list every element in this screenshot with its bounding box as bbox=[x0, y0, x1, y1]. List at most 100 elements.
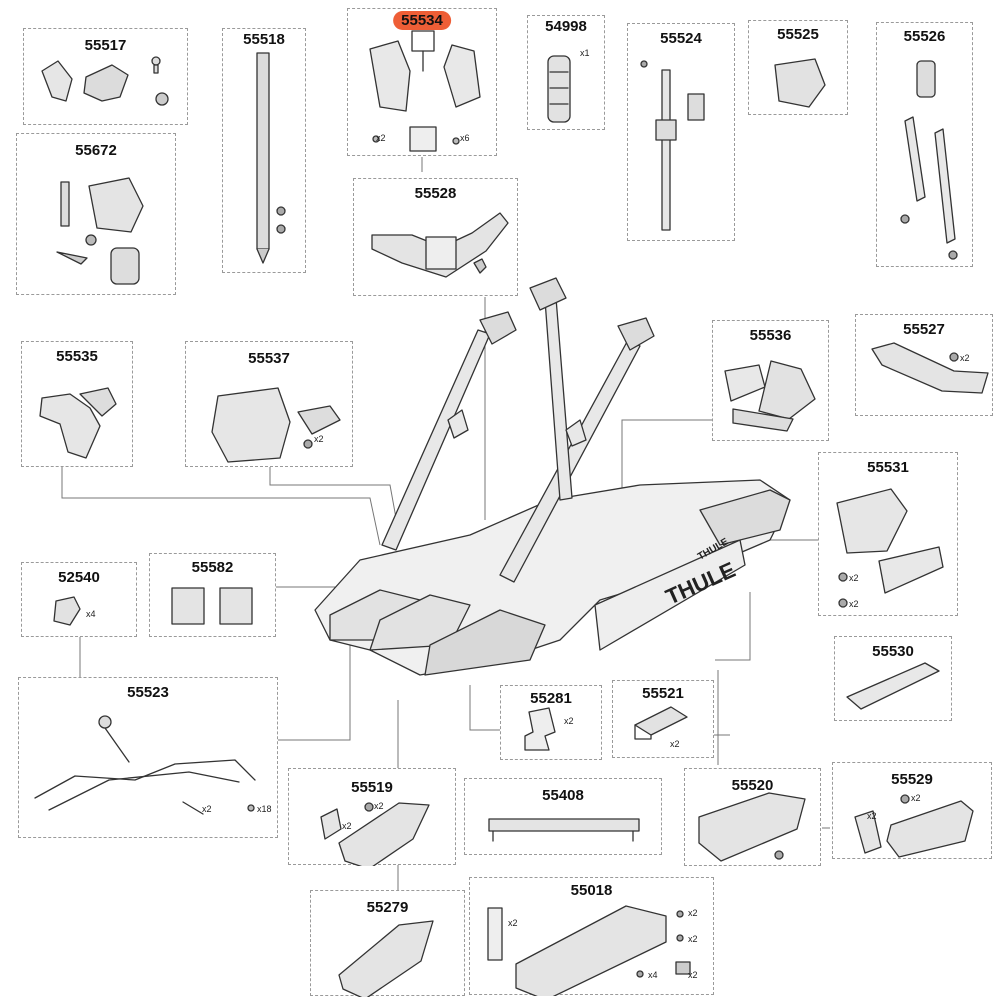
part-box-55521[interactable]: 55521 x2 bbox=[612, 680, 714, 758]
part-number-label: 55408 bbox=[542, 787, 584, 804]
quantity-label: x2 bbox=[508, 918, 518, 928]
part-number-label: 55537 bbox=[248, 350, 290, 367]
quantity-label: x2 bbox=[670, 739, 680, 749]
quantity-label: x2 bbox=[960, 353, 970, 363]
quantity-label: x2 bbox=[342, 821, 352, 831]
quantity-label: x2 bbox=[374, 801, 384, 811]
part-box-55536[interactable]: 55536 bbox=[712, 320, 829, 441]
part-illustration-55018 bbox=[487, 905, 691, 996]
quantity-label: x2 bbox=[688, 934, 698, 944]
part-illustration-55520 bbox=[698, 792, 806, 862]
quantity-label: x18 bbox=[257, 804, 272, 814]
quantity-label: x4 bbox=[86, 609, 96, 619]
part-illustration-55526 bbox=[900, 60, 958, 260]
part-number-label: 55534 bbox=[393, 11, 451, 30]
part-illustration-55530 bbox=[846, 662, 940, 710]
part-box-55672[interactable]: 55672 bbox=[16, 133, 176, 295]
quantity-label: x2 bbox=[849, 599, 859, 609]
part-number-label: 55519 bbox=[351, 779, 393, 796]
part-illustration-55527 bbox=[871, 342, 989, 394]
part-illustration-55518 bbox=[256, 52, 286, 264]
part-number-label: 55529 bbox=[891, 771, 933, 788]
quantity-label: x1 bbox=[580, 48, 590, 58]
part-box-55528[interactable]: 55528 bbox=[353, 178, 518, 296]
part-number-label: 55535 bbox=[56, 348, 98, 365]
part-illustration-55528 bbox=[371, 212, 509, 278]
part-box-55582[interactable]: 55582 bbox=[149, 553, 276, 637]
part-illustration-55523 bbox=[34, 715, 256, 815]
part-number-label: 55525 bbox=[777, 26, 819, 43]
part-number-label: 55582 bbox=[191, 559, 234, 576]
part-illustration-55537 bbox=[211, 387, 341, 463]
part-box-55529[interactable]: 55529 x2 x2 bbox=[832, 762, 992, 859]
part-box-55279[interactable]: 55279 bbox=[310, 890, 465, 997]
part-box-55517[interactable]: 55517 bbox=[23, 28, 188, 125]
quantity-label: x2 bbox=[376, 133, 386, 143]
part-illustration-55281 bbox=[524, 707, 556, 751]
part-box-55281[interactable]: 55281 x2 bbox=[500, 685, 602, 760]
part-number-label: 55521 bbox=[642, 685, 684, 702]
quantity-label: x2 bbox=[314, 434, 324, 444]
part-number-label: 55526 bbox=[903, 28, 946, 45]
part-illustration-55521 bbox=[634, 706, 688, 740]
part-box-55534[interactable]: 55534 x2 x6 bbox=[347, 8, 497, 156]
quantity-label: x2 bbox=[688, 970, 698, 980]
part-illustration-55672 bbox=[56, 177, 144, 285]
part-number-label: 55279 bbox=[366, 899, 409, 916]
part-number-label: 55523 bbox=[127, 684, 169, 701]
part-box-55524[interactable]: 55524 bbox=[627, 23, 735, 241]
part-box-55018[interactable]: 55018 x2 x2 x2 x4 x2 bbox=[469, 877, 714, 996]
part-number-label: 52540 bbox=[58, 569, 100, 586]
part-illustration-55529 bbox=[854, 794, 974, 858]
part-illustration-55531 bbox=[836, 488, 944, 608]
part-box-55518[interactable]: 55518 bbox=[222, 28, 306, 273]
part-box-55531[interactable]: 55531 x2 x2 bbox=[818, 452, 958, 616]
part-illustration-55535 bbox=[39, 387, 117, 459]
part-number-label: 55517 bbox=[84, 37, 127, 54]
part-number-label: 55528 bbox=[414, 185, 457, 202]
part-number-label: 55531 bbox=[867, 459, 909, 476]
part-box-55523[interactable]: 55523 x2 x18 bbox=[18, 677, 278, 838]
part-box-55535[interactable]: 55535 bbox=[21, 341, 133, 467]
part-illustration-55534 bbox=[369, 30, 481, 152]
part-box-55526[interactable]: 55526 bbox=[876, 22, 973, 267]
quantity-label: x2 bbox=[564, 716, 574, 726]
quantity-label: x2 bbox=[202, 804, 212, 814]
part-number-label: 54998 bbox=[545, 18, 587, 35]
quantity-label: x6 bbox=[460, 133, 470, 143]
part-illustration-55408 bbox=[488, 818, 640, 842]
part-box-55537[interactable]: 55537 x2 bbox=[185, 341, 353, 467]
part-number-label: 55518 bbox=[243, 31, 285, 48]
part-number-label: 55281 bbox=[530, 690, 572, 707]
part-number-label: 55524 bbox=[660, 30, 702, 47]
part-illustration-55519 bbox=[320, 802, 430, 866]
part-illustration-52540 bbox=[53, 596, 81, 626]
part-box-55527[interactable]: 55527 x2 bbox=[855, 314, 993, 416]
part-box-55530[interactable]: 55530 bbox=[834, 636, 952, 721]
part-number-label: 55520 bbox=[731, 777, 774, 794]
part-box-55525[interactable]: 55525 bbox=[748, 20, 848, 115]
part-box-55408[interactable]: 55408 bbox=[464, 778, 662, 855]
part-illustration-54998 bbox=[547, 55, 571, 123]
part-box-55520[interactable]: 55520 bbox=[684, 768, 821, 866]
part-number-label: 55527 bbox=[903, 321, 945, 338]
part-box-52540[interactable]: 52540 x4 bbox=[21, 562, 137, 637]
part-illustration-55582 bbox=[171, 587, 253, 625]
part-box-55519[interactable]: 55519 x2 x2 bbox=[288, 768, 456, 866]
part-number-label: 55536 bbox=[749, 327, 792, 344]
quantity-label: x2 bbox=[911, 793, 921, 803]
part-illustration-55524 bbox=[640, 60, 705, 231]
part-number-label: 55018 bbox=[570, 882, 613, 899]
quantity-label: x2 bbox=[867, 811, 877, 821]
part-box-54998[interactable]: 54998 x1 bbox=[527, 15, 605, 130]
quantity-label: x4 bbox=[648, 970, 658, 980]
part-illustration-55536 bbox=[724, 360, 816, 432]
quantity-label: x2 bbox=[688, 908, 698, 918]
part-number-label: 55530 bbox=[872, 643, 914, 660]
quantity-label: x2 bbox=[849, 573, 859, 583]
part-illustration-55525 bbox=[774, 58, 826, 108]
part-number-label: 55672 bbox=[75, 142, 117, 159]
part-illustration-55279 bbox=[338, 920, 434, 997]
